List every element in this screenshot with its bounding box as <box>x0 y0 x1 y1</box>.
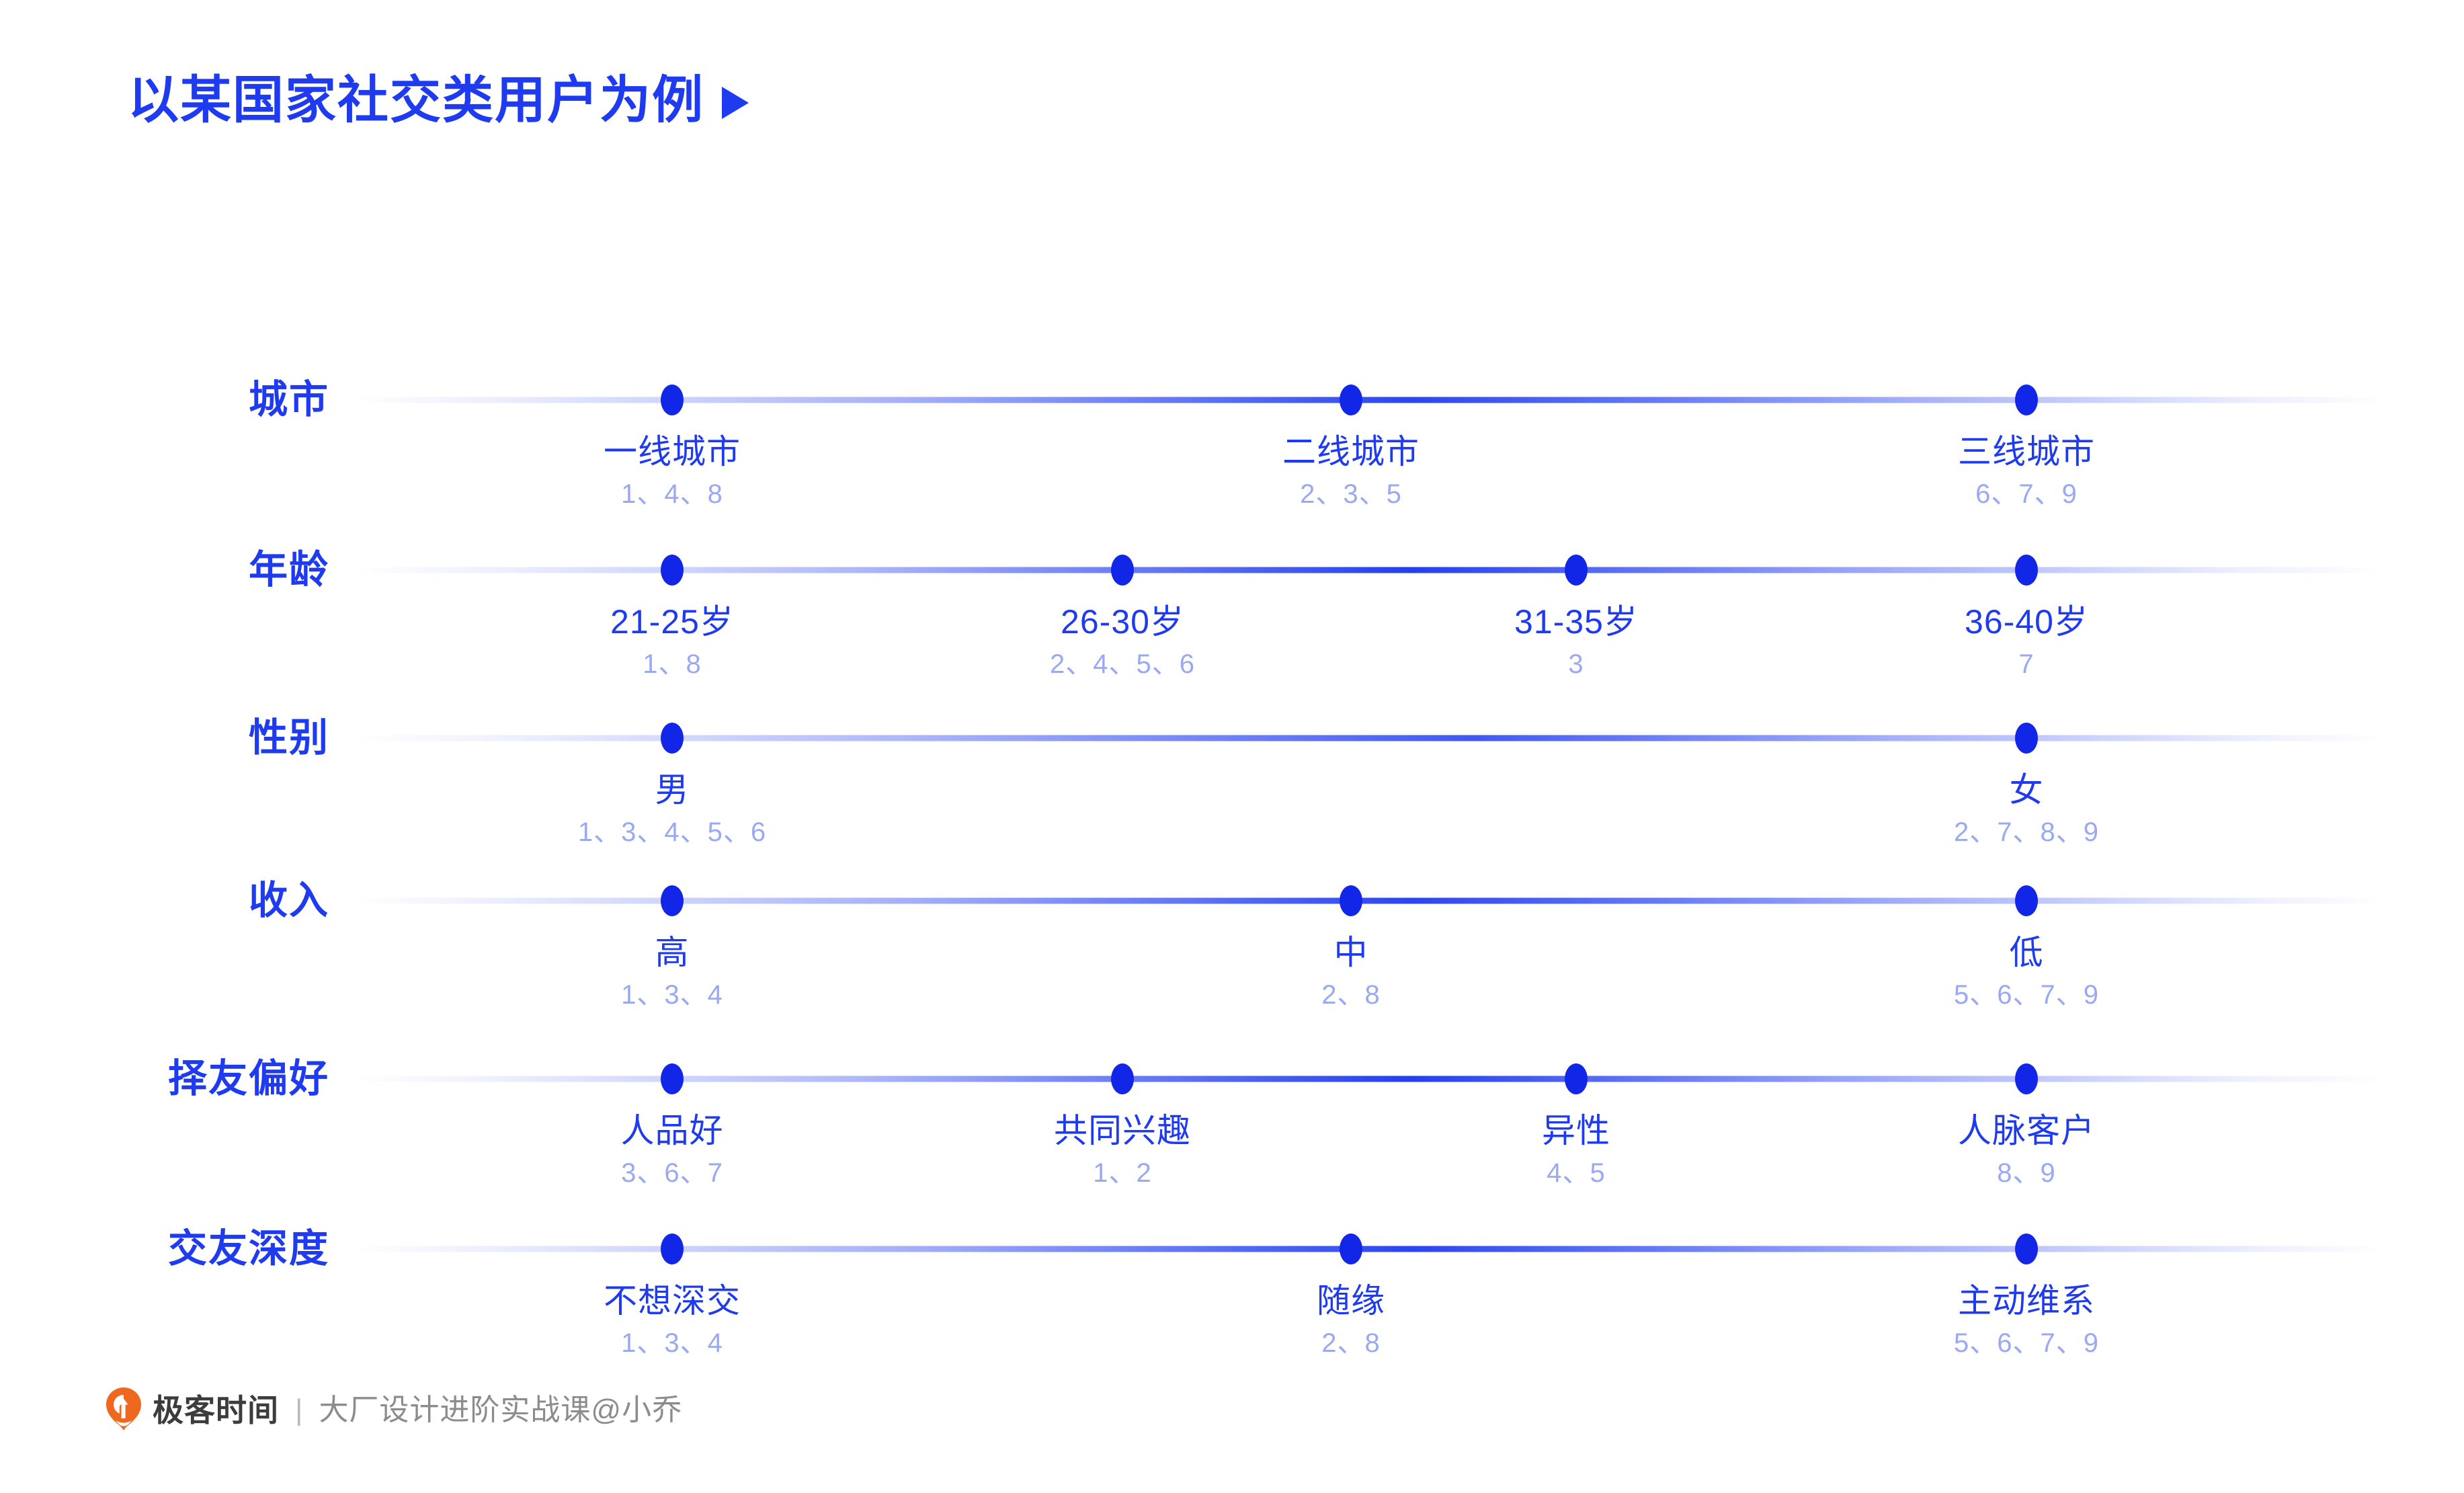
axis-node-dot[interactable] <box>661 385 684 415</box>
dimension-label: 收入 <box>248 879 329 922</box>
axis-node-name: 共同兴趣 <box>1054 1112 1191 1149</box>
axis-line <box>356 735 2383 741</box>
axis-node-ids: 2、4、5、6 <box>1050 649 1195 679</box>
axis-line <box>356 567 2383 573</box>
axis-node-ids: 1、3、4 <box>621 980 723 1010</box>
axis-node-name: 36-40岁 <box>1965 603 2088 641</box>
axis-node-name: 二线城市 <box>1282 433 1420 471</box>
axis-node-name: 低 <box>2009 934 2044 971</box>
axis-node-dot[interactable] <box>2015 555 2038 586</box>
axis-node-ids: 2、7、8、9 <box>1954 817 2099 847</box>
dimension-label: 性别 <box>248 716 329 760</box>
axis-node-ids: 2、8 <box>1321 1328 1381 1358</box>
dimension-label: 城市 <box>248 378 329 421</box>
axis-node-text: 26-30岁 2、4、5、6 <box>1050 605 1195 678</box>
axis-node-dot[interactable] <box>1565 555 1588 586</box>
axis-node-name: 人品好 <box>620 1112 724 1149</box>
axis-node-name: 26-30岁 <box>1061 603 1184 641</box>
axis-node-ids: 1、3、4、5、6 <box>577 817 767 847</box>
axis-node-dot[interactable] <box>1111 555 1134 586</box>
axis-node-name: 三线城市 <box>1958 433 2095 471</box>
axis-line <box>356 1076 2383 1082</box>
page-title: 以某国家社交类用户为例 <box>128 75 749 126</box>
axis-node-text: 主动维系 5、6、7、9 <box>1954 1284 2099 1357</box>
axis-node-text: 人脉客户 8、9 <box>1958 1114 2095 1186</box>
axis-node-dot[interactable] <box>1111 1063 1134 1094</box>
axis-node-ids: 2、8 <box>1321 980 1381 1010</box>
axis-node-text: 一线城市 1、4、8 <box>604 435 741 508</box>
axis-node-dot[interactable] <box>2015 885 2038 916</box>
axis-line <box>356 897 2383 904</box>
axis-node-text: 随缘 2、8 <box>1317 1284 1385 1357</box>
footer: 极客时间 | 大厂设计进阶实战课@小乔 <box>104 1386 682 1435</box>
axis-node-ids: 8、9 <box>1997 1158 2056 1188</box>
axis-node-dot[interactable] <box>1340 885 1362 916</box>
axis-node-name: 随缘 <box>1317 1282 1385 1320</box>
axis-node-ids: 2、3、5 <box>1300 479 1402 509</box>
axis-node-ids: 3 <box>1568 649 1584 679</box>
axis-node-text: 36-40岁 7 <box>1965 605 2088 678</box>
axis-node-name: 高 <box>655 934 690 971</box>
axis-node-dot[interactable] <box>1340 385 1362 415</box>
axis-node-ids: 5、6、7、9 <box>1954 1328 2099 1358</box>
axis-node-ids: 1、3、4 <box>621 1328 723 1358</box>
axis-node-ids: 3、6、7 <box>621 1158 723 1188</box>
axis-line <box>356 397 2383 403</box>
axis-node-ids: 1、8 <box>643 649 702 679</box>
axis-node-text: 21-25岁 1、8 <box>610 605 734 678</box>
axis-node-ids: 6、7、9 <box>1975 479 2078 509</box>
axis-node-dot[interactable] <box>661 555 684 586</box>
axis-node-dot[interactable] <box>661 723 684 754</box>
dimension-label: 择友偏好 <box>167 1057 329 1100</box>
axis-node-name: 一线城市 <box>604 433 741 471</box>
geekbang-pin-logo-icon <box>106 1387 141 1430</box>
axis-node-text: 中 2、8 <box>1321 936 1381 1008</box>
axis-node-text: 31-35岁 3 <box>1514 605 1638 678</box>
axis-node-name: 不想深交 <box>604 1282 741 1320</box>
axis-node-dot[interactable] <box>2015 1234 2038 1264</box>
axis-node-name: 人脉客户 <box>1958 1112 2095 1149</box>
axis-node-ids: 1、2 <box>1093 1158 1152 1188</box>
dimension-label: 交友深度 <box>167 1227 329 1270</box>
axis-node-ids: 1、4、8 <box>621 479 723 509</box>
axis-node-text: 二线城市 2、3、5 <box>1282 435 1420 508</box>
axis-node-ids: 5、6、7、9 <box>1954 980 2099 1010</box>
axis-node-text: 三线城市 6、7、9 <box>1958 435 2095 508</box>
axis-node-text: 异性 4、5 <box>1542 1114 1610 1186</box>
axis-node-text: 女 2、7、8、9 <box>1954 773 2099 846</box>
axis-node-name: 主动维系 <box>1957 1282 2095 1320</box>
axis-node-name: 31-35岁 <box>1514 603 1638 641</box>
axis-node-text: 男 1、3、4、5、6 <box>578 773 766 846</box>
axis-node-text: 不想深交 1、3、4 <box>604 1284 741 1357</box>
axis-node-text: 低 5、6、7、9 <box>1954 936 2099 1008</box>
axis-node-text: 人品好 3、6、7 <box>621 1114 724 1186</box>
play-triangle-icon <box>722 87 749 119</box>
axis-node-dot[interactable] <box>661 885 684 916</box>
axis-node-name: 女 <box>2009 771 2044 809</box>
footer-course: 大厂设计进阶实战课@小乔 <box>319 1394 683 1426</box>
page-title-text: 以某国家社交类用户为例 <box>128 72 704 129</box>
axis-node-dot[interactable] <box>2015 723 2038 754</box>
dimension-label: 年龄 <box>248 548 329 592</box>
axis-node-name: 21-25岁 <box>610 603 734 641</box>
axis-node-text: 高 1、3、4 <box>621 936 723 1008</box>
axis-node-name: 异性 <box>1542 1112 1610 1149</box>
axis-node-dot[interactable] <box>2015 385 2038 415</box>
axis-node-ids: 4、5 <box>1547 1158 1606 1188</box>
axis-node-name: 中 <box>1333 934 1368 971</box>
axis-node-text: 共同兴趣 1、2 <box>1054 1114 1191 1186</box>
axis-node-dot[interactable] <box>661 1063 684 1094</box>
axis-line <box>356 1246 2383 1252</box>
axis-node-name: 男 <box>655 771 690 809</box>
axis-node-dot[interactable] <box>1565 1063 1588 1094</box>
footer-separator: | <box>295 1394 303 1426</box>
axis-node-dot[interactable] <box>661 1234 684 1264</box>
axis-node-dot[interactable] <box>2015 1063 2038 1094</box>
axis-node-ids: 7 <box>2018 649 2035 679</box>
footer-brand: 极客时间 <box>153 1393 279 1428</box>
axis-node-dot[interactable] <box>1340 1234 1362 1264</box>
